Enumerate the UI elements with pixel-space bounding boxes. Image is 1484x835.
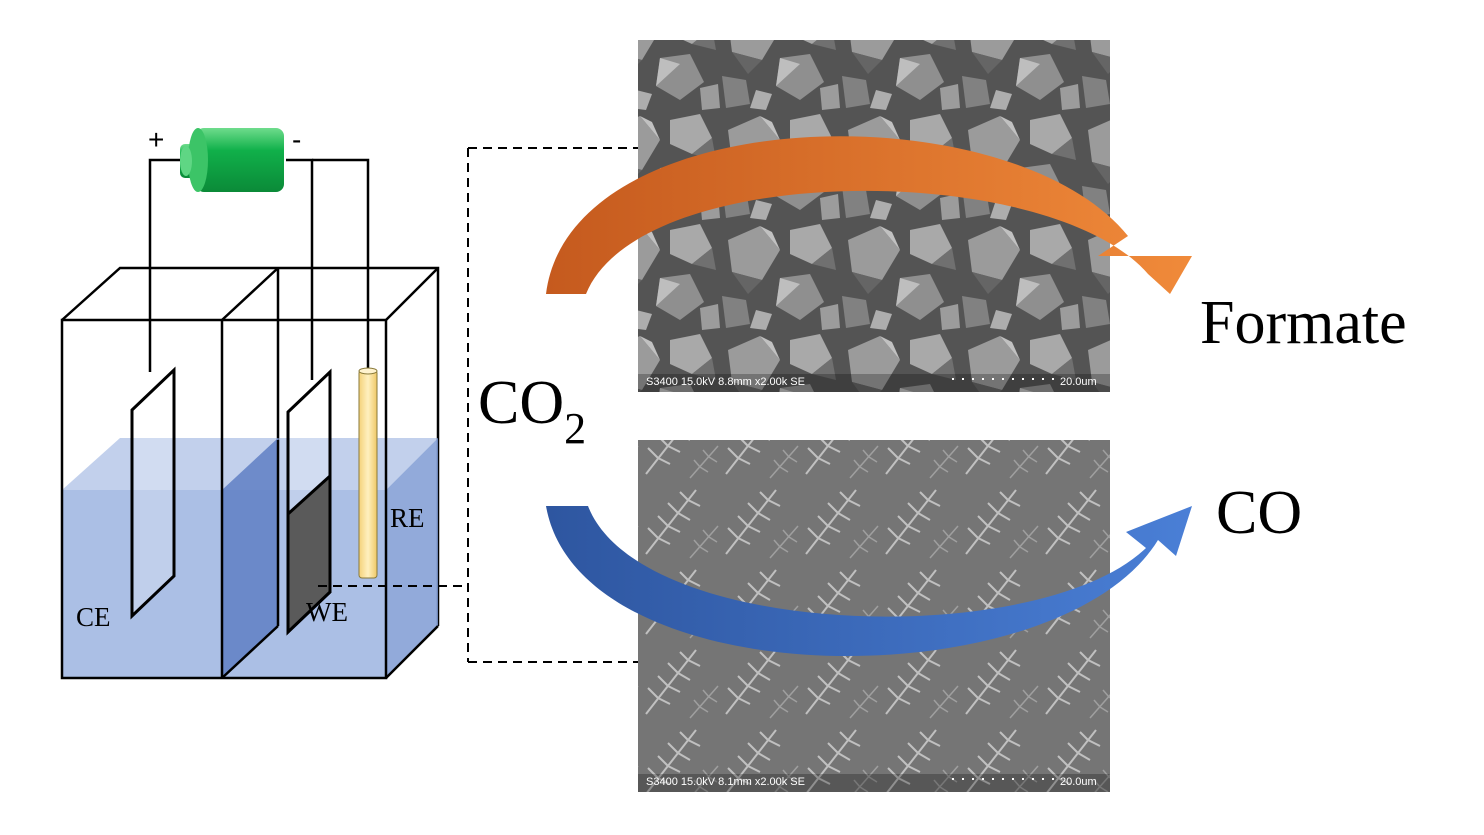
sem-bottom-caption: S3400 15.0kV 8.1mm x2.00k SE	[646, 776, 805, 788]
arrow-to-formate	[546, 136, 1192, 294]
working-electrode-coating	[286, 472, 332, 636]
arrow-to-co	[546, 506, 1192, 657]
sem-image-top	[638, 40, 1110, 392]
battery-body	[196, 128, 284, 192]
label-co: CO	[1216, 479, 1303, 547]
battery-plus-sign: +	[148, 124, 165, 155]
battery	[180, 128, 284, 192]
battery-minus-sign: -	[292, 124, 302, 155]
electrochemical-cell	[60, 128, 640, 680]
dashed-connector	[318, 147, 640, 663]
label-co2-main: CO	[478, 369, 565, 437]
wire-positive	[148, 158, 190, 372]
sem-bottom-scale: 20.0um	[1060, 776, 1097, 788]
wire-negative-we	[286, 158, 314, 380]
label-co2: CO2	[478, 369, 586, 451]
cell-front-outline	[60, 318, 388, 680]
label-ce: CE	[76, 602, 111, 632]
reference-electrode	[358, 369, 378, 579]
separator-membrane	[222, 438, 278, 678]
electrolyte-side	[386, 438, 438, 678]
label-re: RE	[390, 503, 425, 533]
wire-negative-re	[312, 158, 370, 370]
sem-top-scale: 20.0um	[1060, 376, 1097, 388]
sem-top-caption: S3400 15.0kV 8.8mm x2.00k SE	[646, 376, 805, 388]
counter-electrode	[130, 366, 176, 620]
label-formate: Formate	[1200, 289, 1407, 357]
label-co2-sub: 2	[564, 404, 587, 453]
label-we: WE	[306, 597, 348, 627]
